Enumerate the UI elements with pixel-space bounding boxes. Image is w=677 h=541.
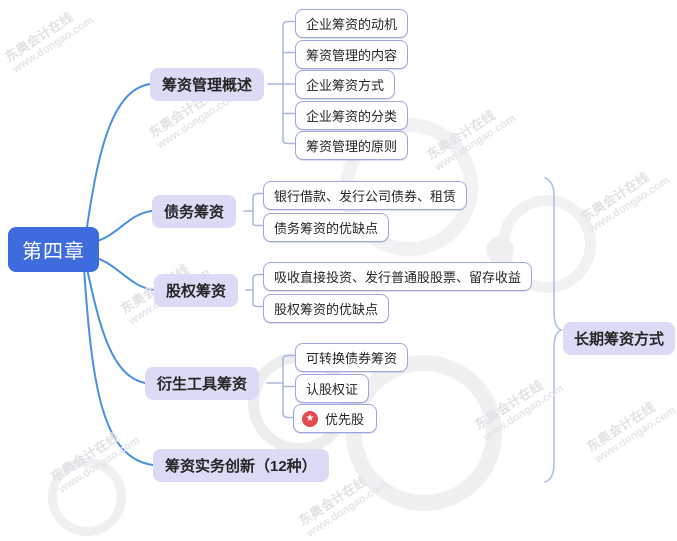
leaf-node[interactable]: 企业筹资的分类 [295,101,409,130]
branch-debt-financing[interactable]: 债务筹资 [152,195,237,228]
dongao-logo-watermark [48,458,126,536]
branch-financing-practice-innovation[interactable]: 筹资实务创新（12种） [153,449,329,482]
star-icon: ★ [302,410,318,427]
leaf-node[interactable]: 企业筹资的动机 [295,9,409,38]
leaf-node[interactable]: 可转换债券筹资 [295,343,409,372]
brace-long-term [544,177,564,483]
leaf-node[interactable]: 吸收直接投资、发行普通股股票、留存收益 [263,262,533,291]
leaf-node[interactable]: 债务筹资的优缺点 [263,213,390,242]
leaf-node[interactable]: 认股权证 [295,374,370,403]
connector-root-branch-4 [85,263,146,384]
dongao-logo-watermark [346,355,502,511]
leaf-node[interactable]: 股权筹资的优缺点 [263,294,390,323]
connector-root-branch-1 [85,83,151,235]
leaf-label: 优先股 [325,412,365,427]
leaf-node-preferred-stock[interactable]: ★ 优先股 [293,404,378,433]
root-node-chapter[interactable]: 第四章 [8,227,99,272]
dongao-logo-watermark [486,236,514,264]
leaf-node[interactable]: 银行借款、发行公司债券、租赁 [263,181,468,210]
leaf-node[interactable]: 企业筹资方式 [295,70,396,99]
branch-equity-financing[interactable]: 股权筹资 [154,274,239,307]
leaf-node[interactable]: 筹资管理的原则 [295,131,409,160]
connector-root-branch-5 [83,267,154,466]
branch-derivative-financing[interactable]: 衍生工具筹资 [145,367,260,400]
branch-financing-overview[interactable]: 筹资管理概述 [150,68,265,101]
summary-label-long-term-financing[interactable]: 长期筹资方式 [563,322,676,355]
leaf-node[interactable]: 筹资管理的内容 [295,40,409,69]
